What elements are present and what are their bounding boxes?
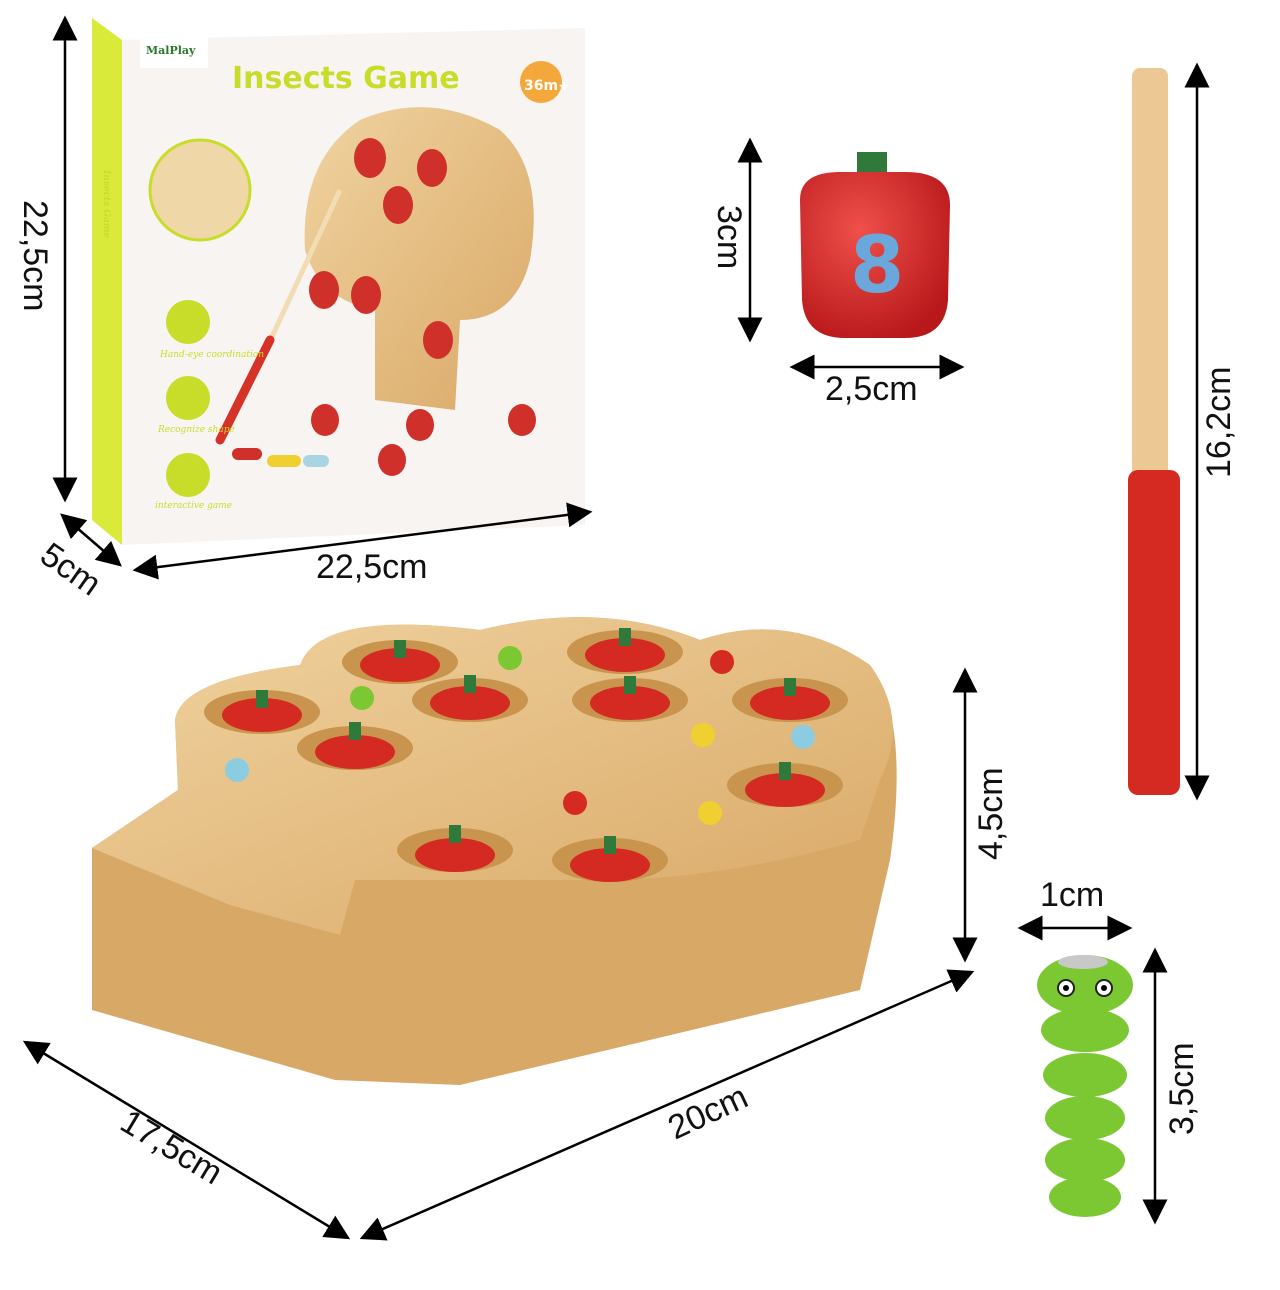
apple-height-label: 3cm bbox=[710, 205, 748, 269]
apple-width-label: 2,5cm bbox=[825, 370, 918, 408]
caterpillar-height-label: 3,5cm bbox=[1163, 1042, 1201, 1135]
box-title: Insects Game bbox=[232, 61, 460, 96]
tree-game-board bbox=[92, 617, 897, 1085]
box-height-label: 22,5cm bbox=[16, 200, 54, 312]
brand-logo: MalPlay bbox=[146, 44, 196, 57]
box-width-label: 22,5cm bbox=[316, 548, 428, 586]
apple-dimension-arrows bbox=[737, 137, 965, 380]
caterpillar-dimension-arrows bbox=[1017, 915, 1168, 1225]
caterpillar-width-label: 1cm bbox=[1040, 876, 1104, 914]
svg-text:36m+: 36m+ bbox=[524, 78, 570, 94]
apple-number: 8 bbox=[850, 221, 904, 311]
caterpillar-piece bbox=[1037, 955, 1133, 1217]
board-height-label: 4,5cm bbox=[972, 767, 1010, 860]
board-dimension-arrows bbox=[22, 667, 978, 1241]
feature-hand-eye: Hand-eye coordination bbox=[159, 350, 264, 360]
stick-length-label: 16,2cm bbox=[1200, 367, 1238, 479]
feature-interactive-game: interactive game bbox=[155, 501, 232, 511]
fishing-stick bbox=[1128, 68, 1180, 795]
apple-piece: 8 bbox=[800, 152, 950, 338]
box-side-title: Insects Game bbox=[101, 169, 111, 238]
box-dimension-arrows bbox=[52, 15, 593, 580]
game-box: Insects Game MalPlay 36m+ Insects Game H… bbox=[92, 18, 585, 545]
age-badge bbox=[520, 61, 562, 103]
board-depth-label: 17,5cm bbox=[114, 1102, 229, 1192]
feature-recognize-shape: Recognize shape bbox=[157, 425, 235, 435]
